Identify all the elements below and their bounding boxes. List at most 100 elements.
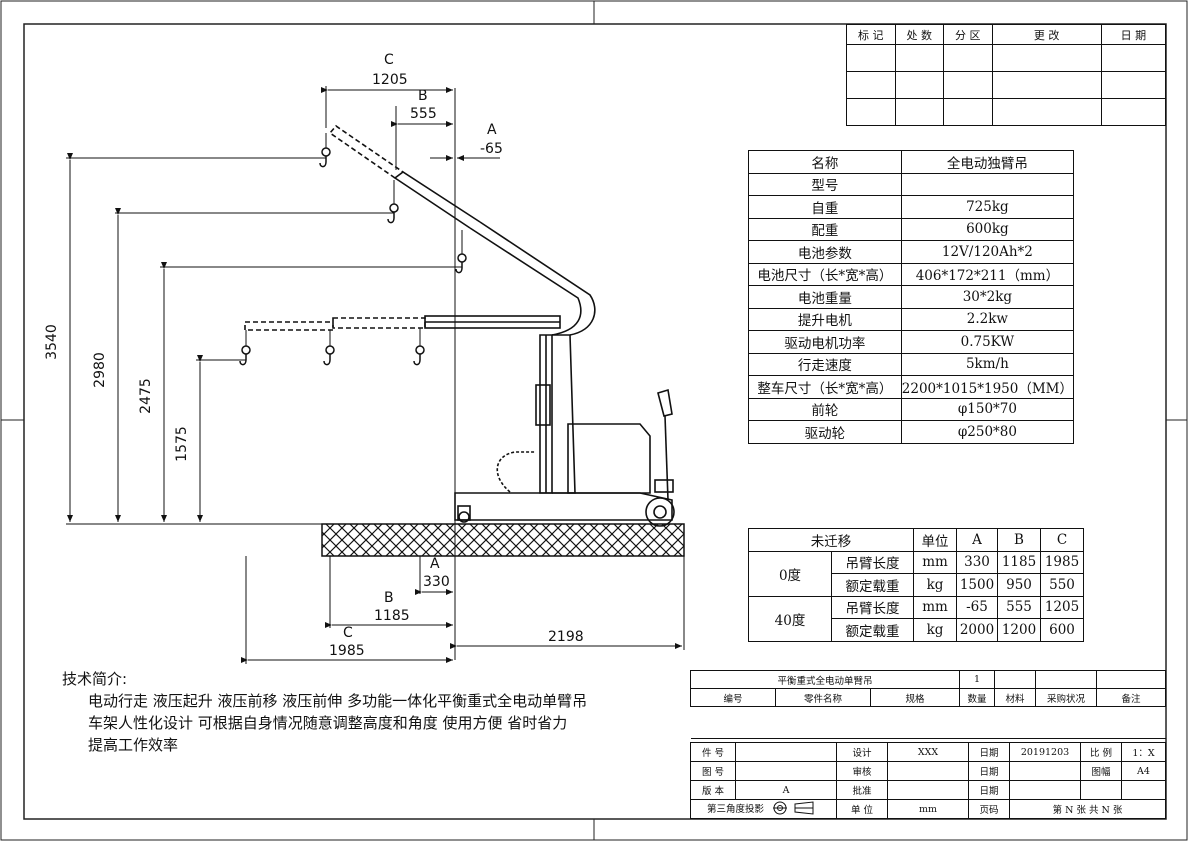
spec-value: 725kg	[900, 195, 1075, 219]
height-dim-2980: 2980	[91, 352, 108, 388]
page-value: 第 N 张 共 N 张	[1009, 799, 1166, 819]
load-row-c: 600	[1040, 618, 1084, 642]
load-angle-0: 0度	[748, 550, 832, 597]
height-dimensions	[66, 153, 462, 525]
quantity: 1	[959, 670, 995, 689]
load-row-b: 1200	[997, 618, 1041, 642]
dim-top-c-value: 1205	[372, 72, 408, 88]
dim-top-a-label: A	[487, 122, 497, 138]
spec-value: 12V/120Ah*2	[900, 240, 1075, 264]
spec-row: 名称全电动独臂吊	[748, 150, 1075, 174]
review-label: 审核	[836, 761, 888, 781]
item-label: 件 号	[690, 742, 736, 762]
col-header: 编号	[690, 688, 776, 707]
col-header: 采购状况	[1035, 688, 1097, 707]
ground-hatch	[321, 523, 685, 557]
load-row-name: 吊臂长度	[831, 595, 914, 619]
projection-symbol-icon	[773, 800, 817, 818]
dim-bottom-a-value: 330	[423, 574, 450, 590]
load-row-b: 1185	[997, 550, 1041, 574]
sheet-value: A4	[1121, 761, 1166, 781]
load-row-unit: kg	[913, 618, 957, 642]
revision-table: 标 记 处 数 分 区 更 改 日 期	[846, 24, 1167, 126]
spec-value: 0.75KW	[900, 330, 1075, 354]
date2-label: 日期	[968, 761, 1010, 781]
load-header-a: A	[956, 528, 998, 552]
intro-line: 车架人性化设计 可根据自身情况随意调整高度和角度 使用方便 省时省力	[88, 714, 568, 732]
load-row-unit: mm	[913, 550, 957, 574]
load-row-b: 950	[997, 573, 1041, 597]
load-row-c: 550	[1040, 573, 1084, 597]
dim-top-c-label: C	[384, 52, 394, 68]
intro-title: 技术简介:	[62, 670, 128, 688]
projection-label: 第三角度投影	[707, 803, 765, 815]
spec-value: 5km/h	[900, 352, 1075, 376]
date-label: 日期	[968, 742, 1010, 762]
spec-value: φ250*80	[900, 420, 1075, 444]
col-header: 备注	[1096, 688, 1166, 707]
load-row-unit: kg	[913, 573, 957, 597]
page-label: 页码	[968, 799, 1010, 819]
spec-value: 全电动独臂吊	[900, 150, 1075, 174]
version-value: A	[735, 780, 837, 800]
unit-label: 单 位	[836, 799, 888, 819]
spec-value: 600kg	[900, 217, 1075, 241]
title-block: 平衡重式全电动单臂吊 1 编号 零件名称 规格 数量 材料 采购状况 备注	[690, 670, 1166, 739]
dim-top-a-value: -65	[480, 141, 503, 157]
spec-value: 2.2kw	[900, 307, 1075, 331]
col-header: 规格	[870, 688, 960, 707]
load-row-unit: mm	[913, 595, 957, 619]
spec-label: 电池重量	[748, 285, 902, 309]
intro-line: 提高工作效率	[88, 736, 179, 754]
dim-bottom-c-value: 1985	[329, 643, 365, 659]
spec-row: 电池尺寸（长*宽*高）406*172*211（mm）	[748, 262, 1075, 286]
load-header-unit: 单位	[913, 528, 957, 552]
unit-value: mm	[887, 799, 969, 819]
load-row-a: 2000	[956, 618, 998, 642]
load-row-c: 1985	[1040, 550, 1084, 574]
hook-icons	[239, 147, 467, 366]
spec-label: 行走速度	[748, 352, 902, 376]
drawing-no-label: 图 号	[690, 761, 736, 781]
approve-label: 批准	[836, 780, 888, 800]
load-angle-40: 40度	[748, 595, 832, 642]
spec-row: 型号	[748, 172, 1075, 196]
spec-label: 名称	[748, 150, 902, 174]
load-row-a: 330	[956, 550, 998, 574]
spec-label: 整车尺寸（长*宽*高）	[748, 375, 902, 399]
spec-label: 提升电机	[748, 307, 902, 331]
part-title: 平衡重式全电动单臂吊	[690, 670, 960, 689]
spec-label: 自重	[748, 195, 902, 219]
spec-label: 驱动轮	[748, 420, 902, 444]
spec-value: 30*2kg	[900, 285, 1075, 309]
load-row-name: 吊臂长度	[831, 550, 914, 574]
rev-header: 更 改	[991, 24, 1102, 45]
height-dim-3540: 3540	[43, 324, 60, 360]
load-row-c: 1205	[1040, 595, 1084, 619]
load-row-b: 555	[997, 595, 1041, 619]
dim-bottom-b-value: 1185	[374, 608, 410, 624]
dim-bottom-c-label: C	[343, 625, 353, 641]
sheet-label: 图幅	[1080, 761, 1122, 781]
load-row-name: 额定载重	[831, 618, 914, 642]
spec-value: 2200*1015*1950（MM）	[900, 375, 1075, 399]
height-dim-2475: 2475	[137, 378, 154, 414]
version-label: 版 本	[690, 780, 736, 800]
load-row-a: -65	[956, 595, 998, 619]
load-header-c: C	[1040, 528, 1084, 552]
col-header: 数量	[959, 688, 995, 707]
designer: XXX	[887, 742, 969, 762]
dim-bottom-a-label: A	[430, 556, 440, 572]
